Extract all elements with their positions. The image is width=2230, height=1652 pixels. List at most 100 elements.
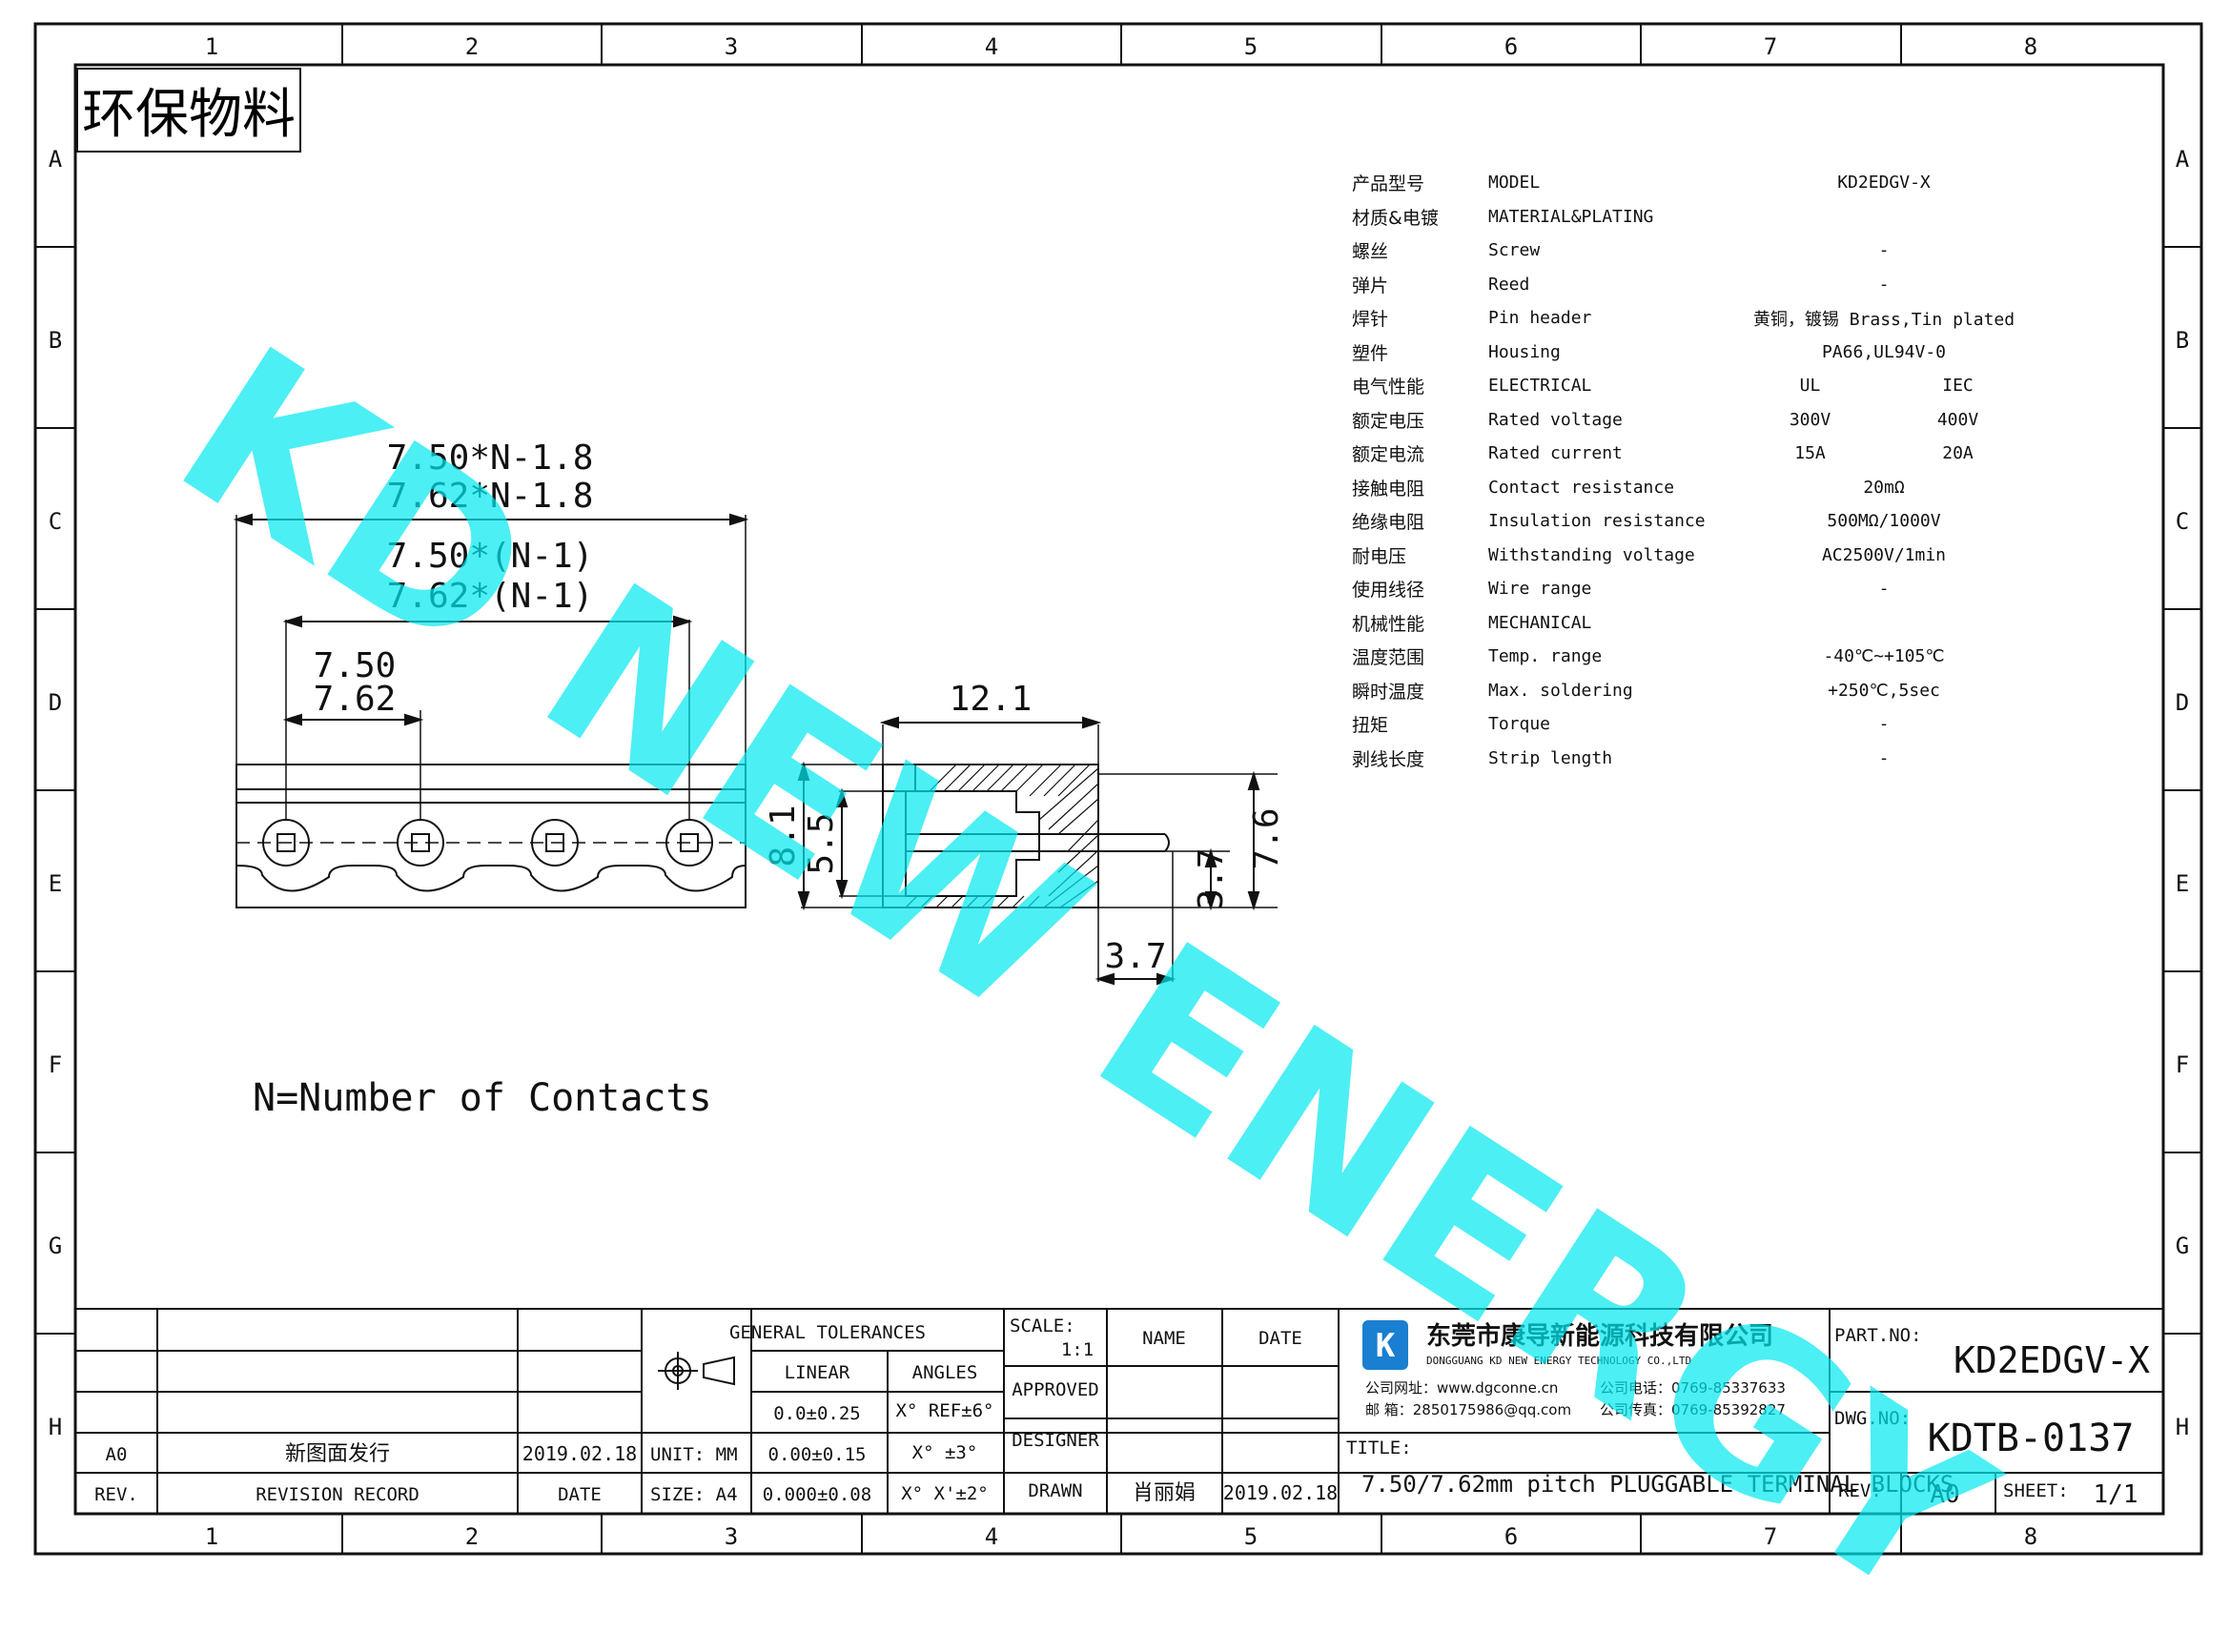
spec-cn: 螺丝 (1352, 241, 1389, 263)
spec-en: Wire range (1488, 579, 1592, 600)
spec-en: Withstanding voltage (1488, 544, 1695, 565)
spec-en: Screw (1488, 240, 1541, 261)
spec-cn: 扭矩 (1352, 715, 1389, 737)
side-view (797, 716, 1278, 986)
spec-en: ELECTRICAL (1488, 376, 1592, 397)
spec-value-iec: IEC (1942, 376, 1974, 397)
row-label-h-r: H (2176, 1414, 2189, 1440)
spec-en: MECHANICAL (1488, 612, 1592, 633)
spec-value: 黄铜，镀锡 Brass,Tin plated (1752, 309, 2015, 330)
general-tolerances: GENERAL TOLERANCES (729, 1322, 926, 1343)
part-no-value: KD2EDGV-X (1954, 1339, 2150, 1381)
designer-label: DESIGNER (1012, 1430, 1099, 1451)
spec-value: AC2500V/1min (1821, 544, 1947, 565)
angles-header: ANGLES (912, 1362, 978, 1383)
col-label-4: 4 (985, 33, 998, 60)
spec-en: Rated current (1488, 443, 1623, 464)
spec-row: 机械性能 MECHANICAL (1352, 606, 2038, 641)
row-label-a-r: A (2176, 146, 2190, 173)
drawing-title: 7.50/7.62mm pitch PLUGGABLE TERMINAL BLO… (1361, 1471, 1954, 1498)
row-label-a: A (49, 146, 63, 173)
rev-date: 2019.02.18 (522, 1442, 637, 1465)
title-label: TITLE: (1346, 1438, 1412, 1458)
spec-value: - (1878, 714, 1890, 735)
row-label-d: D (49, 689, 62, 716)
drawn-label: DRAWN (1028, 1480, 1082, 1501)
dim-total-b: 7.62*N-1.8 (387, 477, 594, 516)
title-block-grid (75, 1308, 2163, 1514)
dim-pin-low: 3.7 (1192, 847, 1231, 909)
row-label-d-r: D (2176, 689, 2189, 716)
dim-span-a: 7.50*(N-1) (387, 537, 594, 576)
spec-value-iec: 400V (1936, 409, 1979, 430)
spec-value: 20mΩ (1863, 477, 1905, 498)
col-label-5: 5 (1244, 33, 1258, 60)
spec-cn: 温度范围 (1352, 647, 1425, 669)
drawn-name: 肖丽娟 (1133, 1481, 1196, 1505)
col-label-8: 8 (2024, 33, 2037, 60)
spec-en: Housing (1488, 341, 1561, 362)
dim-height: 8.1 (764, 805, 803, 867)
angle-tol-1: X° REF±6° (896, 1400, 994, 1421)
spec-value: +250℃,5sec (1828, 680, 1940, 701)
row-label-g: G (49, 1233, 62, 1259)
sheet-label: SHEET: (2003, 1480, 2069, 1501)
company-phone: 公司电话：0769-85337633 (1600, 1379, 1786, 1397)
drawing-sheet: 1 2 3 4 5 6 7 8 1 2 3 4 5 6 7 8 A B C D … (33, 22, 2203, 1652)
dim-total-a: 7.50*N-1.8 (387, 438, 594, 478)
spec-value: KD2EDGV-X (1837, 173, 1931, 194)
spec-cn: 焊针 (1352, 309, 1389, 331)
spec-value-ul: UL (1799, 376, 1821, 397)
angle-tol-3: X° X'±2° (901, 1483, 989, 1504)
approved-label: APPROVED (1012, 1379, 1099, 1400)
rev-value: A0 (1930, 1480, 1959, 1509)
unit-label: UNIT: MM (650, 1444, 738, 1465)
spec-en: Strip length (1488, 747, 1613, 768)
title-block-text: GENERAL TOLERANCES LINEAR ANGLES 0.0±0.2… (94, 1315, 2150, 1509)
spec-en: Contact resistance (1488, 477, 1675, 498)
row-label-h: H (49, 1414, 62, 1440)
company-website: 公司网址：www.dgconne.cn (1365, 1379, 1558, 1397)
dim-side-width: 12.1 (950, 680, 1033, 719)
col-label-5b: 5 (1244, 1523, 1258, 1550)
scale-value: 1:1 (1061, 1339, 1094, 1360)
spec-cn: 剥线长度 (1352, 748, 1425, 770)
spec-value: - (1878, 747, 1890, 768)
side-dimensions: 12.1 3.7 8.1 5.5 7.6 3.7 (764, 680, 1286, 976)
outer-frame (33, 22, 2203, 1556)
sheet-value: 1/1 (2094, 1480, 2138, 1509)
dwg-no-label: DWG.NO: (1834, 1408, 1911, 1429)
spec-row: 剥线长度 Strip length - (1352, 742, 2038, 776)
spec-en: Reed (1488, 274, 1530, 295)
date-col-header: DATE (558, 1484, 602, 1505)
spec-value: - (1878, 274, 1890, 295)
rev-desc: 新图面发行 (285, 1442, 390, 1466)
linear-tol-2: 0.00±0.15 (768, 1444, 867, 1465)
spec-cn: 产品型号 (1352, 173, 1425, 195)
svg-text:K: K (1376, 1327, 1396, 1365)
spec-cn: 使用线径 (1352, 580, 1425, 602)
spec-cn: 机械性能 (1352, 613, 1425, 635)
rev-label: REV: (1838, 1480, 1882, 1501)
spec-en: Insulation resistance (1488, 511, 1706, 532)
rev-header: REV. (94, 1484, 138, 1505)
spec-row: 弹片 Reed - (1352, 268, 2038, 302)
col-label-2b: 2 (465, 1523, 479, 1550)
rev-code: A0 (106, 1444, 128, 1465)
company-fax: 公司传真：0769-85392827 (1600, 1401, 1786, 1418)
spec-en: MATERIAL&PLATING (1488, 206, 1654, 227)
spec-cn: 弹片 (1352, 275, 1389, 296)
spec-en: Max. soldering (1488, 680, 1633, 701)
size-label: SIZE: A4 (650, 1484, 738, 1505)
row-label-f: F (49, 1051, 62, 1078)
